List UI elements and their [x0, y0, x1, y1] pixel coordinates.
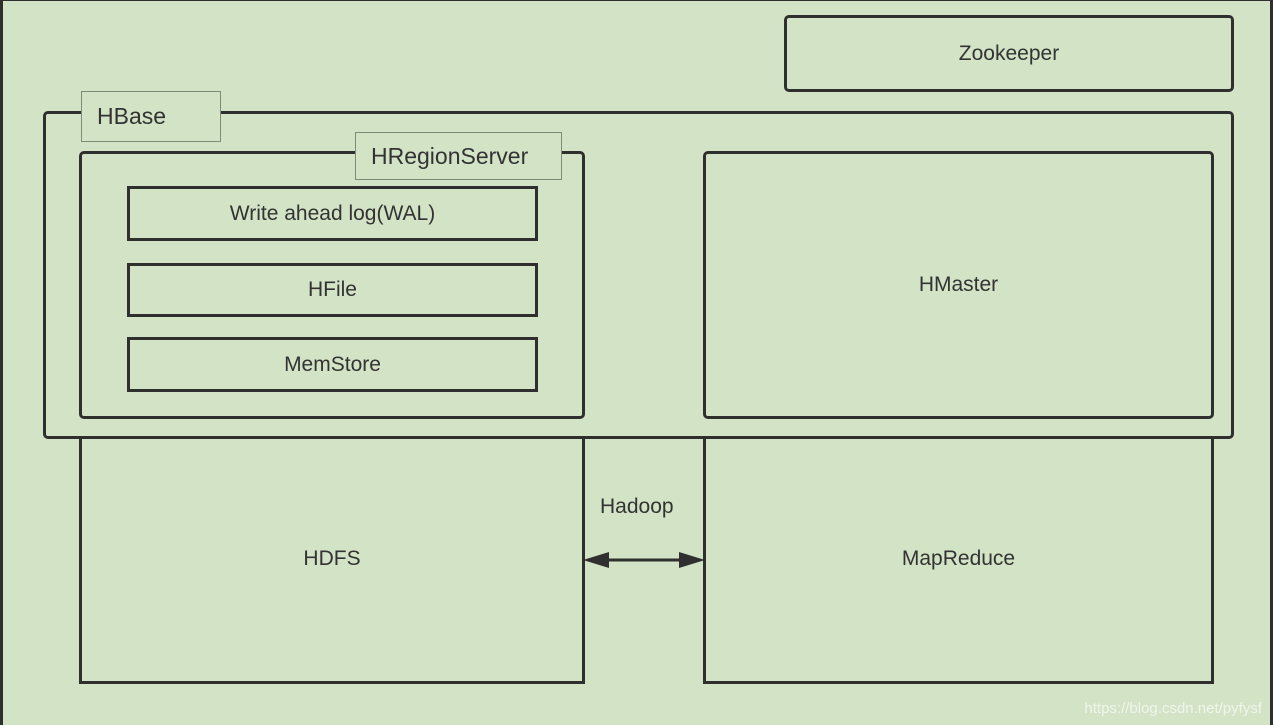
- hbase-container[interactable]: [43, 111, 1234, 439]
- hdfs-label: HDFS: [303, 546, 361, 570]
- memstore-label: MemStore: [284, 352, 381, 376]
- mapreduce-label: MapReduce: [901, 546, 1016, 570]
- wal-node[interactable]: Write ahead log(WAL): [127, 186, 538, 241]
- hfile-node[interactable]: HFile: [127, 263, 538, 317]
- mapreduce-node[interactable]: MapReduce: [703, 436, 1214, 684]
- hmaster-node[interactable]: HMaster: [703, 151, 1214, 419]
- bidirectional-arrow: [583, 552, 705, 568]
- memstore-node[interactable]: MemStore: [127, 337, 538, 392]
- hbase-label: HBase: [97, 103, 167, 129]
- zookeeper-label: Zookeeper: [958, 41, 1060, 65]
- hdfs-node[interactable]: HDFS: [79, 436, 585, 684]
- hadoop-edge-label: Hadoop: [600, 495, 674, 518]
- hbase-tab: HBase: [81, 91, 221, 142]
- hregionserver-tab: HRegionServer: [355, 132, 562, 180]
- wal-label: Write ahead log(WAL): [229, 201, 436, 225]
- hregionserver-container[interactable]: [79, 151, 585, 419]
- hfile-label: HFile: [307, 278, 357, 301]
- watermark: https://blog.csdn.net/pyfysf: [1084, 700, 1262, 717]
- zookeeper-node[interactable]: Zookeeper: [784, 15, 1234, 92]
- hmaster-label: HMaster: [918, 273, 999, 296]
- hregionserver-label: HRegionServer: [371, 142, 529, 169]
